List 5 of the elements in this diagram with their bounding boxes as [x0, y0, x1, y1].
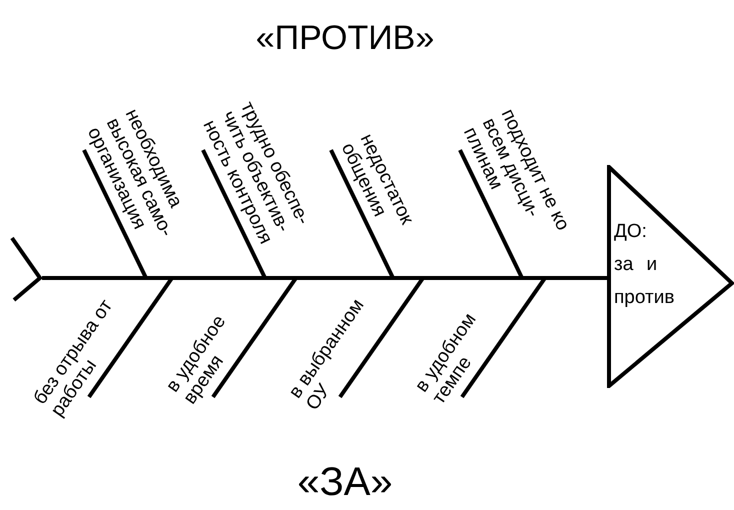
side-heading: «ЗА» — [297, 462, 393, 502]
effect-label: ДО: за и против — [614, 220, 676, 310]
fishbone-spine — [42, 276, 607, 280]
fishbone-tail — [10, 236, 42, 302]
side-heading: «ПРОТИВ» — [256, 21, 434, 55]
